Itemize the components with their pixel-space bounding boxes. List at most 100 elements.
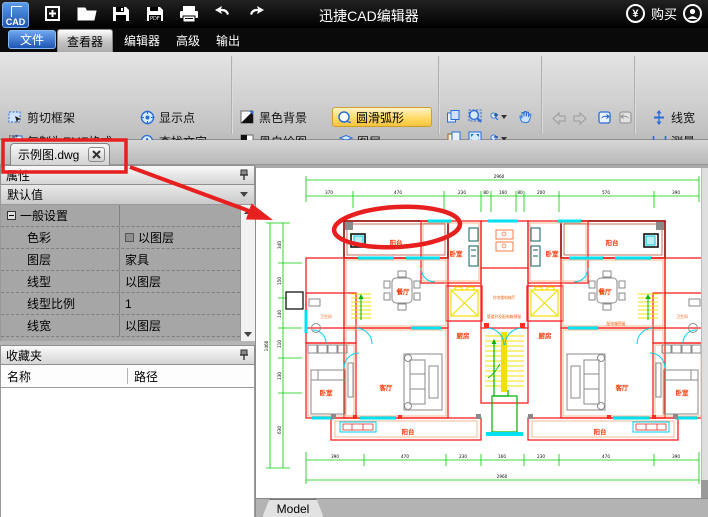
prop-label: 色彩	[27, 231, 52, 245]
color-swatch	[125, 233, 134, 242]
menu-editor[interactable]: 编辑器	[123, 34, 160, 48]
svg-text:230: 230	[537, 454, 545, 459]
svg-text:阳台: 阳台	[594, 427, 608, 436]
yuan-icon[interactable]: ¥	[625, 4, 645, 23]
svg-text:阳台: 阳台	[606, 238, 620, 247]
pan-hand-icon[interactable]	[518, 108, 535, 124]
grid-scrollbar[interactable]	[240, 205, 255, 341]
svg-text:厨房: 厨房	[457, 331, 471, 340]
properties-grid: 一般设置 色彩 以图层 图层 家具 线型 以图层 线型比例 1 线宽 以图层	[0, 205, 255, 341]
undo-icon[interactable]	[211, 3, 235, 25]
ribbon-black-bg[interactable]: 黑色背景	[240, 108, 307, 126]
redo-view-icon	[618, 109, 635, 125]
property-row-ltscale[interactable]: 线型比例 1	[1, 293, 255, 315]
property-row-linetype[interactable]: 线型 以图层	[1, 271, 255, 293]
prop-label: 线型比例	[27, 297, 76, 311]
model-bar: Model	[256, 498, 708, 517]
svg-text:阳台: 阳台	[390, 238, 404, 247]
scroll-down-icon[interactable]	[244, 332, 252, 341]
svg-text:2960: 2960	[494, 174, 505, 179]
collapse-icon[interactable]	[7, 211, 16, 220]
scroll-up-icon[interactable]	[244, 205, 252, 214]
preset-dropdown[interactable]: 默认值	[0, 185, 255, 205]
undo-view-icon[interactable]	[596, 109, 613, 125]
prop-value: 家具	[125, 253, 150, 267]
menu-file[interactable]: 文件	[8, 30, 56, 49]
prop-value: 以图层	[138, 231, 175, 245]
svg-text:160: 160	[499, 190, 507, 195]
menu-advanced[interactable]: 高级	[175, 34, 200, 48]
model-tab[interactable]: Model	[262, 499, 324, 517]
properties-title: 属性	[6, 168, 31, 183]
save-icon[interactable]	[109, 3, 133, 25]
svg-text:470: 470	[394, 190, 402, 195]
svg-text:管道井及配电箱预留: 管道井及配电箱预留	[487, 314, 521, 319]
svg-text:130: 130	[277, 372, 282, 380]
smooth-arc-icon	[337, 110, 352, 125]
black-bg-icon	[240, 110, 255, 125]
pin-icon[interactable]	[239, 169, 249, 181]
zoom-in-icon[interactable]	[490, 108, 507, 124]
label: 黑色背景	[259, 110, 308, 125]
svg-text:卧室: 卧室	[450, 249, 464, 258]
column-name[interactable]: 名称	[1, 368, 128, 384]
forward-icon	[572, 110, 589, 126]
close-tab-icon[interactable]	[88, 147, 105, 162]
ribbon-lineweight[interactable]: 线宽	[652, 108, 695, 126]
document-tab[interactable]: 示例图.dwg	[10, 143, 110, 165]
svg-text:630: 630	[277, 426, 282, 434]
ribbon: 剪切框架 EMF 复制为EMF格式 BMP 复制为BMP格式 显示点 A 查找文…	[0, 52, 708, 191]
property-row-color[interactable]: 色彩 以图层	[1, 227, 255, 249]
svg-text:390: 390	[672, 190, 680, 195]
property-row-lineweight[interactable]: 线宽 以图层	[1, 315, 255, 337]
svg-text:住宅楼电梯厅: 住宅楼电梯厅	[493, 295, 516, 300]
pin-icon[interactable]	[239, 349, 249, 361]
copy-view-icon[interactable]	[446, 108, 463, 124]
svg-text:80: 80	[517, 190, 523, 195]
ribbon-cut-frame[interactable]: 剪切框架	[8, 108, 75, 126]
ribbon-show-points[interactable]: 显示点	[140, 108, 195, 126]
prop-value: 以图层	[125, 319, 162, 333]
app-title: 迅捷CAD编辑器	[319, 8, 419, 24]
document-tab-strip: 示例图.dwg	[0, 140, 708, 165]
redo-icon[interactable]	[245, 3, 269, 25]
user-account-icon[interactable]	[683, 4, 702, 23]
favorites-list[interactable]	[0, 388, 255, 517]
ribbon-smooth-arc-active[interactable]: 圆滑弧形	[332, 107, 432, 127]
menu-output[interactable]: 输出	[215, 34, 240, 48]
svg-text:160: 160	[498, 454, 506, 459]
svg-text:EMF: EMF	[9, 134, 19, 140]
zoom-window-icon[interactable]	[468, 108, 485, 124]
svg-text:客厅: 客厅	[379, 383, 394, 392]
svg-text:阳台: 阳台	[402, 427, 416, 436]
svg-text:配电箱预留: 配电箱预留	[607, 321, 626, 326]
svg-text:客厅: 客厅	[615, 383, 630, 392]
svg-text:390: 390	[331, 454, 339, 459]
column-path[interactable]: 路径	[134, 369, 159, 384]
svg-text:PDF: PDF	[150, 16, 160, 22]
print-icon[interactable]	[177, 3, 201, 25]
label: 线宽	[671, 110, 696, 125]
zoom-out-icon[interactable]	[490, 130, 507, 146]
property-row-layer[interactable]: 图层 家具	[1, 249, 255, 271]
property-group-row[interactable]: 一般设置	[1, 205, 255, 227]
save-as-pdf-icon[interactable]: PDF	[143, 3, 167, 25]
app-logo: CAD	[2, 1, 29, 28]
menu-viewer-active[interactable]: 查看器	[57, 29, 113, 52]
favorites-header: 收藏夹	[0, 345, 255, 365]
new-file-icon[interactable]	[41, 3, 65, 25]
title-bar: CAD PDF 迅捷CAD编辑器 ¥ 购买	[0, 0, 708, 28]
properties-header: 属性	[0, 165, 255, 185]
buy-button[interactable]: 购买	[650, 7, 677, 22]
open-file-icon[interactable]	[75, 3, 99, 25]
drawing-canvas[interactable]: 2960 370 470 230 80 160 80 200 570 390 3…	[255, 165, 708, 517]
canvas-scrollbar[interactable]	[701, 168, 708, 498]
svg-text:餐厅: 餐厅	[598, 287, 613, 296]
svg-text:150: 150	[277, 277, 282, 285]
back-icon	[550, 110, 567, 126]
label: 圆滑弧形	[356, 110, 405, 125]
prop-label: 线宽	[27, 319, 52, 333]
cut-frame-icon	[8, 110, 23, 125]
prop-value: 以图层	[125, 275, 162, 289]
svg-text:卧室: 卧室	[546, 249, 560, 258]
